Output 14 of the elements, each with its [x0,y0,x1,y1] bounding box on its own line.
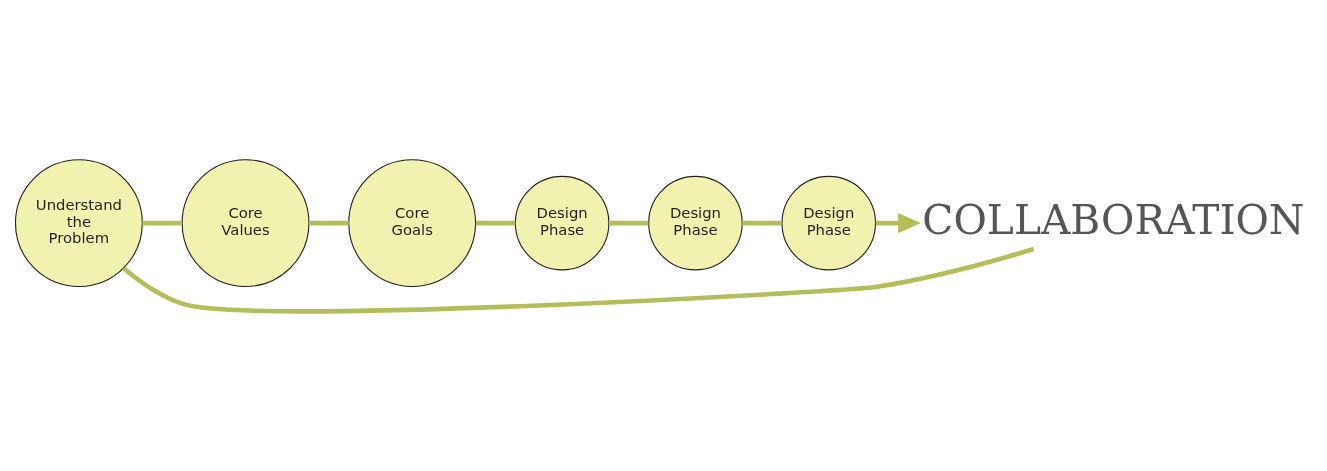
connector [475,220,516,226]
node-circle: Core Values [181,159,310,288]
connector [122,246,1035,314]
connector [309,220,349,226]
connector [142,220,183,226]
node-circle: Understand the Problem [14,159,143,288]
connector [742,220,782,226]
node-circle: Design Phase [648,175,743,271]
node-circle: Design Phase [514,175,610,271]
node-text: COLLABORATION [922,195,1305,244]
node-circle: Core Goals [348,159,477,288]
connector [609,220,649,226]
node-circle: Design Phase [781,175,877,271]
arrow [875,213,921,234]
